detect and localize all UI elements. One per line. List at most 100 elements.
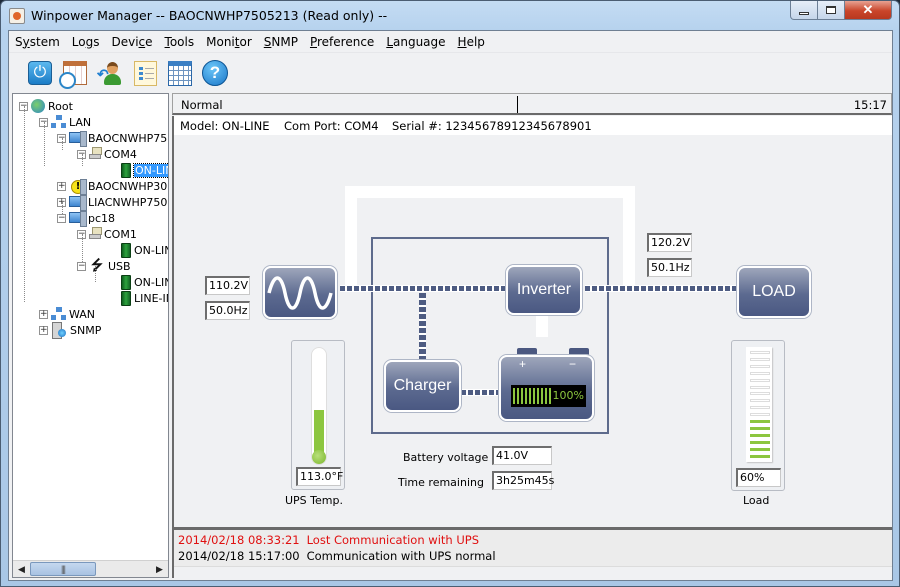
load-segment: [750, 447, 770, 451]
tree-node-label: ON-LINE: [134, 275, 168, 289]
ups-diagram: 110.2V 50.0Hz Inverter Charger + − 100%: [172, 135, 892, 527]
menu-monitor[interactable]: Monitor: [206, 34, 252, 49]
load-segment: [750, 357, 770, 361]
load-segment: [750, 406, 770, 410]
battery-minus-sign: −: [569, 357, 577, 371]
ups-icon: [121, 290, 131, 306]
menu-device[interactable]: Device: [111, 34, 153, 49]
arrow-icon: ↶: [97, 66, 109, 82]
collapse-icon[interactable]: −: [77, 260, 86, 271]
menu-language[interactable]: Language: [386, 34, 446, 49]
data-table-button[interactable]: [166, 59, 194, 87]
menu-snmp[interactable]: SNMP: [263, 34, 298, 49]
load-level-column: [746, 347, 772, 462]
computer-icon: [69, 195, 87, 211]
title-bar: Winpower Manager -- BAOCNWHP7505213 (Rea…: [1, 1, 899, 31]
collapse-icon[interactable]: −: [39, 116, 48, 127]
tree-node-lan[interactable]: − LAN: [39, 114, 91, 130]
event-list-button[interactable]: [131, 59, 159, 87]
collapse-icon[interactable]: −: [19, 100, 28, 111]
help-icon: ?: [202, 60, 228, 86]
tree-node-on-line[interactable]: ON-LINE: [121, 242, 168, 258]
tree-guide-line: [62, 202, 63, 214]
collapse-icon[interactable]: −: [57, 212, 66, 223]
load-segment: [750, 440, 770, 444]
collapse-icon[interactable]: −: [77, 228, 86, 239]
tree-node-baocnwhp300[interactable]: +BAOCNWHP300: [57, 178, 168, 195]
battery-bar: [537, 388, 539, 404]
scroll-right-icon[interactable]: ▶: [156, 564, 163, 574]
menu-help[interactable]: Help: [457, 34, 485, 49]
menu-bar: System Logs Device Tools Monitor SNMP Preferen…: [9, 31, 892, 53]
ups-icon: [121, 274, 131, 290]
menu-logs[interactable]: Logs: [71, 34, 100, 49]
menu-tools[interactable]: Tools: [164, 34, 195, 49]
battery-bar: [545, 388, 547, 404]
ups-icon: [121, 162, 131, 178]
charger-label: Charger: [393, 377, 452, 394]
model-info: Model: ON-LINE: [180, 119, 270, 133]
tree-node-baocnwhp750[interactable]: −BAOCNWHP750: [57, 130, 168, 147]
tree-node-pc18[interactable]: −pc18: [57, 210, 115, 227]
tree-node-label: Root: [48, 99, 73, 113]
tree-node-label: ON-LINE: [132, 162, 168, 178]
tree-guide-line: [44, 122, 45, 166]
load-block[interactable]: LOAD: [737, 266, 811, 318]
tree-node-on-line[interactable]: ON-LINE: [121, 162, 168, 178]
tree-node-label: COM1: [104, 227, 137, 241]
expand-icon[interactable]: +: [57, 196, 66, 207]
ac-input-block[interactable]: [263, 266, 337, 319]
load-block-label: LOAD: [752, 283, 796, 300]
serial-info: Serial #: 12345678912345678901: [392, 119, 592, 133]
menu-preference[interactable]: Preference: [309, 34, 375, 49]
serial-port-icon: [89, 227, 102, 241]
battery-capacity-value: 100%: [552, 389, 584, 402]
user-button[interactable]: ↶: [96, 59, 124, 87]
scroll-left-icon[interactable]: ◀: [18, 564, 25, 574]
battery-voltage-field: 41.0V: [492, 446, 552, 465]
scroll-thumb[interactable]: |||: [30, 562, 96, 576]
tree-node-snmp[interactable]: +SNMP: [39, 322, 101, 339]
expand-icon[interactable]: +: [39, 308, 48, 319]
data-table-icon: [168, 60, 192, 86]
tree-guide-line: [62, 138, 63, 150]
tree-node-root[interactable]: − Root: [19, 98, 73, 114]
menu-system[interactable]: System: [15, 34, 60, 49]
tree-node-wan[interactable]: +WAN: [39, 306, 95, 322]
log-message: Lost Communication with UPS: [306, 533, 479, 547]
expand-icon[interactable]: +: [57, 180, 66, 191]
help-button[interactable]: ?: [201, 59, 229, 87]
load-segment: [750, 392, 770, 396]
usb-icon: ⭍: [91, 258, 103, 274]
horizontal-scrollbar[interactable]: ◀ ||| ▶: [13, 560, 168, 577]
device-tree: −Root−LAN−BAOCNWHP750−COM4ON-LINE+BAOCNW…: [13, 94, 168, 560]
schedule-button[interactable]: [59, 59, 89, 89]
tree-node-liacnwhp750[interactable]: +LIACNWHP750: [57, 194, 167, 211]
load-segment: [750, 426, 770, 430]
expand-icon[interactable]: +: [39, 324, 48, 335]
battery-plus-sign: +: [519, 357, 527, 371]
tree-node-line-in[interactable]: LINE-IN: [121, 290, 168, 306]
battery-block[interactable]: + − 100%: [499, 355, 594, 421]
load-segment: [750, 371, 770, 375]
tree-node-usb[interactable]: −⭍USB: [77, 258, 131, 274]
log-timestamp: 2014/02/18 15:17:00: [178, 549, 300, 563]
collapse-icon[interactable]: −: [57, 132, 66, 143]
tree-node-com4[interactable]: −COM4: [77, 146, 137, 162]
collapse-icon[interactable]: −: [77, 148, 86, 159]
sine-wave-icon: [267, 275, 333, 310]
power-button[interactable]: ⏻: [26, 59, 54, 87]
maximize-button[interactable]: [818, 1, 845, 20]
inverter-block[interactable]: Inverter: [506, 265, 582, 315]
ups-temperature-label: UPS Temp.: [285, 494, 343, 507]
tree-node-on-line[interactable]: ON-LINE: [121, 274, 168, 290]
globe-icon: [31, 99, 45, 113]
close-button[interactable]: ✕: [845, 1, 892, 20]
power-icon: ⏻: [28, 61, 52, 85]
load-segment: [750, 351, 770, 354]
tree-node-com1[interactable]: − COM1: [77, 226, 137, 242]
charger-block[interactable]: Charger: [384, 360, 461, 412]
tree-node-label: LAN: [69, 115, 92, 129]
minimize-button[interactable]: [790, 1, 818, 20]
